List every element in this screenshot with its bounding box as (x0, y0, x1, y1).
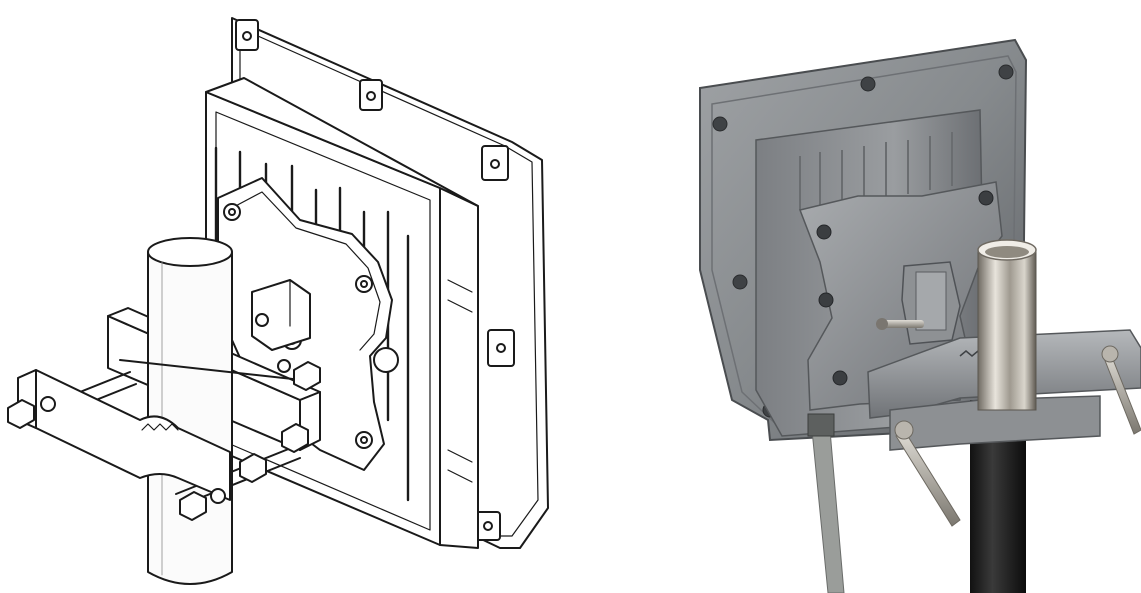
hex-nut (281, 423, 309, 453)
hinge-nut (876, 318, 888, 330)
washer (277, 359, 291, 373)
mast-pole (147, 237, 233, 585)
nuts (7, 359, 321, 521)
bolt (978, 190, 994, 206)
washer (210, 488, 226, 504)
screw-hole (490, 159, 500, 169)
screw-hole (496, 343, 506, 353)
washer (40, 396, 56, 412)
hex-nut (239, 453, 267, 483)
bolt (816, 224, 832, 240)
swivel-hinge (251, 279, 311, 351)
hex-nut (293, 361, 321, 391)
cooling-fins (799, 132, 953, 210)
chrome-pipe (977, 239, 1037, 411)
line-drawing-svg (7, 17, 549, 585)
cable-connector (807, 413, 835, 437)
plate-bolt-center (228, 208, 236, 216)
plate-bolts (816, 190, 994, 386)
bolt (818, 292, 834, 308)
photo-svg (699, 38, 1141, 593)
screw (998, 64, 1014, 80)
screw (860, 76, 876, 92)
screw-hole (366, 91, 376, 101)
hinge-screw (880, 320, 924, 328)
antenna-cable (807, 413, 845, 593)
threaded-rods (894, 345, 1141, 527)
screw (712, 116, 728, 132)
rod-nut (894, 420, 914, 440)
hinge-bolt (255, 313, 269, 327)
screw-hole (242, 31, 252, 41)
bolt (832, 370, 848, 386)
rod-nut (1101, 345, 1119, 363)
connector-port (373, 347, 399, 373)
screw-hole (483, 521, 493, 531)
plate-bolt-center (360, 436, 368, 444)
plate-bolt-center (360, 280, 368, 288)
antenna-line-drawing (0, 0, 560, 593)
swivel-hinge (876, 261, 961, 345)
hex-nut (7, 399, 35, 429)
screw (732, 274, 748, 290)
hex-nut (179, 491, 207, 521)
antenna-photo (660, 0, 1141, 593)
